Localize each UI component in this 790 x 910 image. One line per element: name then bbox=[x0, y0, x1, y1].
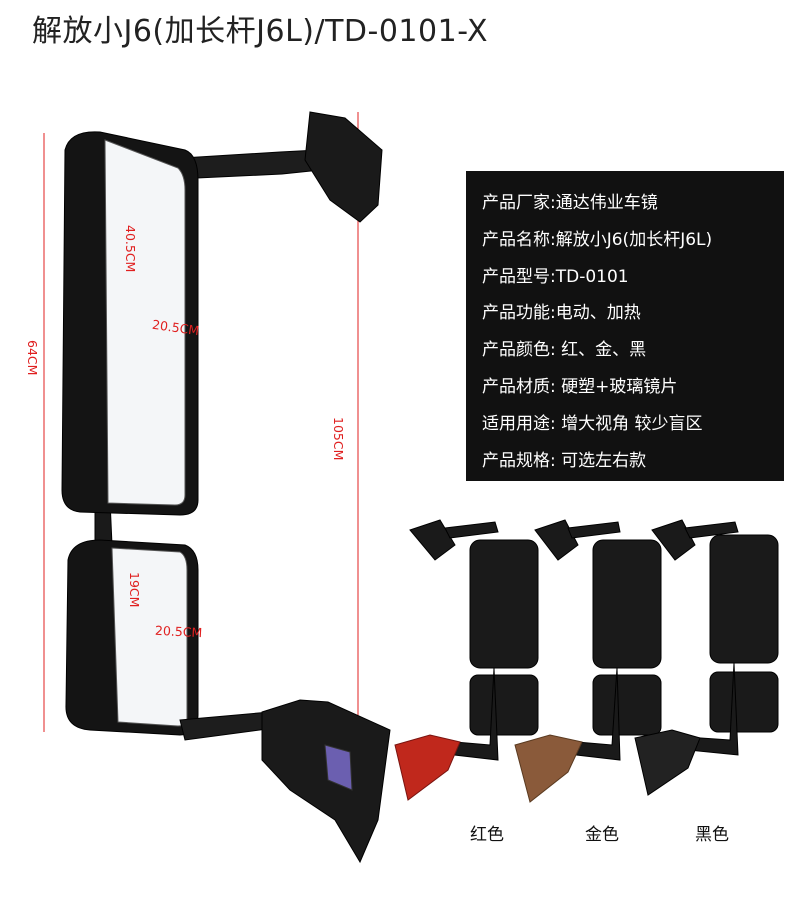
spec-size: 产品规格: 可选左右款 bbox=[482, 450, 647, 471]
spec-product-name: 产品名称:解放小J6(加长杆J6L) bbox=[482, 229, 713, 250]
main-mirror bbox=[61, 111, 391, 864]
color-label-black: 黑色 bbox=[695, 825, 729, 845]
variant-black bbox=[634, 519, 779, 796]
variant-red bbox=[394, 519, 539, 801]
spec-colors: 产品颜色: 红、金、黑 bbox=[482, 340, 647, 361]
spec-manufacturer: 产品厂家:通达伟业车镜 bbox=[482, 193, 658, 213]
upper-height-label: 40.5CM bbox=[123, 225, 138, 273]
spec-usage: 适用用途: 增大视角 较少盲区 bbox=[482, 413, 703, 434]
arm-height-label: 105CM bbox=[331, 417, 346, 461]
spec-material: 产品材质: 硬塑+玻璃镜片 bbox=[482, 376, 678, 397]
page-title: 解放小J6(加长杆J6L)/TD-0101-X bbox=[32, 14, 489, 49]
spec-model: 产品型号:TD-0101 bbox=[482, 266, 629, 287]
lower-width-label: 20.5CM bbox=[154, 622, 203, 641]
total-height-label: 64CM bbox=[25, 340, 40, 376]
variant-gold bbox=[514, 519, 662, 803]
color-label-gold: 金色 bbox=[585, 825, 619, 845]
color-label-red: 红色 bbox=[470, 825, 504, 845]
spec-panel: 产品厂家:通达伟业车镜 产品名称:解放小J6(加长杆J6L) 产品型号:TD-0… bbox=[466, 171, 784, 481]
spec-function: 产品功能:电动、加热 bbox=[482, 303, 641, 324]
lower-height-label: 19CM bbox=[127, 572, 142, 608]
